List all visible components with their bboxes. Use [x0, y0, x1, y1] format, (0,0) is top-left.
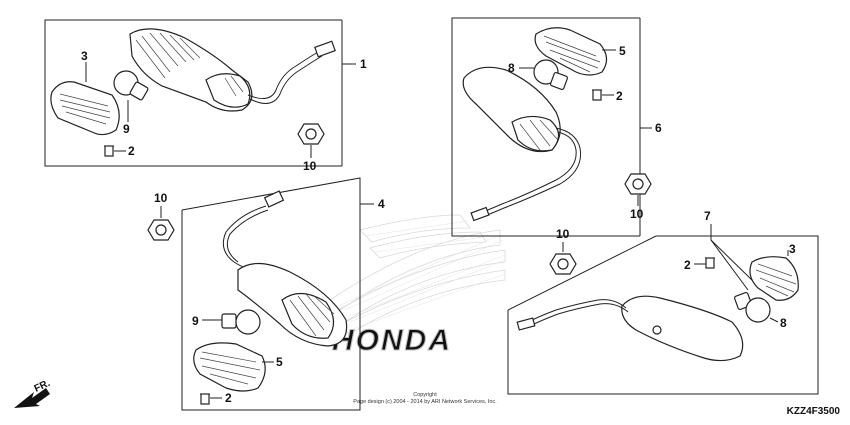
- assembly-6-bracket: [451, 17, 640, 237]
- front-direction-arrow-icon: [14, 388, 50, 408]
- callout-10-center: 10: [556, 227, 570, 241]
- callout-6: 6: [655, 121, 662, 135]
- callout-10-right: 10: [630, 207, 644, 221]
- callout-9-bottom: 9: [192, 314, 199, 328]
- callout-2-bottom: 2: [225, 391, 232, 405]
- turn-signal-housing-4: [222, 190, 348, 347]
- callout-3-top: 3: [81, 49, 88, 63]
- honda-watermark-text: HONDA: [332, 324, 452, 357]
- callout-9-top: 9: [123, 122, 130, 136]
- copyright-line-1: Copyright: [413, 392, 437, 398]
- turn-signal-housing-7: [516, 295, 744, 362]
- screw-2-bottom: [200, 393, 210, 405]
- callout-8-bottom: 8: [780, 316, 787, 330]
- honda-wing-watermark: [329, 214, 506, 335]
- assembly-4-bracket: [181, 177, 361, 411]
- callout-3-bottom: 3: [789, 242, 796, 256]
- callout-2-top: 2: [128, 144, 135, 158]
- screw-2-top: [104, 145, 114, 157]
- callout-10-left: 10: [154, 191, 168, 205]
- nut-10-left: [147, 219, 175, 241]
- callout-5-bottom: 5: [276, 355, 283, 369]
- front-arrow-label: FR.: [33, 378, 52, 395]
- bulb-9-top: [113, 70, 149, 101]
- callout-1: 1: [360, 57, 367, 71]
- callout-10-upper-middle: 10: [303, 159, 317, 173]
- nut-10-upper-middle: [297, 123, 325, 145]
- lens-3-top: [50, 81, 120, 136]
- turn-signal-housing-1: [129, 28, 336, 112]
- lens-5-bottom: [193, 342, 266, 392]
- callout-2-right-upper: 2: [616, 89, 623, 103]
- assembly-1-bracket: [44, 19, 342, 167]
- callout-8-top: 8: [508, 61, 515, 75]
- callout-2-right-lower: 2: [684, 258, 691, 272]
- callout-5-top: 5: [619, 44, 626, 58]
- lens-5-top: [534, 27, 608, 76]
- callout-7: 7: [704, 209, 711, 223]
- copyright-line-2: Page design (c) 2004 - 2014 by ARI Netwo…: [353, 399, 497, 405]
- lens-3-bottom: [749, 256, 799, 301]
- bulb-8-top: [533, 59, 569, 91]
- assembly-7-bracket: [507, 235, 819, 395]
- turn-signal-housing-6: [462, 66, 582, 222]
- bulb-9-bottom: [221, 309, 261, 335]
- callout-4: 4: [378, 197, 385, 211]
- nut-10-center: [549, 253, 577, 275]
- screw-2-right-upper: [592, 89, 602, 101]
- diagram-code: KZZ4F3500: [787, 406, 841, 417]
- screw-2-right-lower: [705, 257, 715, 269]
- nut-10-right: [624, 173, 652, 195]
- bulb-8-bottom: [733, 291, 771, 323]
